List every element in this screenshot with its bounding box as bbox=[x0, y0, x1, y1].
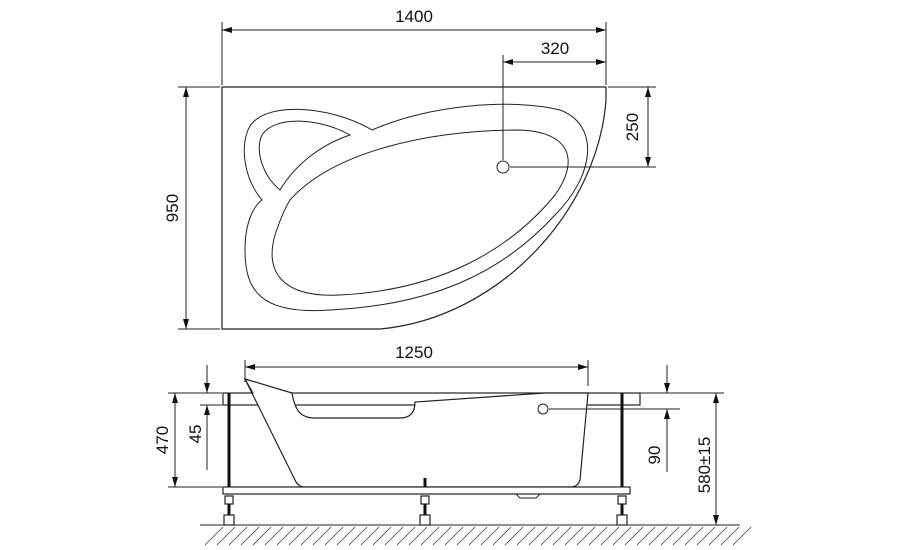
basin-outline bbox=[271, 129, 569, 296]
hatch-line bbox=[528, 526, 548, 546]
hatch-line bbox=[672, 526, 692, 546]
hatch-line bbox=[684, 526, 704, 546]
leg-foot bbox=[223, 495, 235, 526]
hatch-line bbox=[420, 526, 440, 546]
hatch-line bbox=[312, 526, 332, 546]
tub-outline-top bbox=[221, 86, 607, 330]
dim-label-320: 320 bbox=[541, 39, 569, 58]
hatch-line bbox=[540, 526, 560, 546]
leg-foot bbox=[616, 495, 628, 526]
hatch-line bbox=[240, 526, 260, 546]
hatch-line bbox=[204, 526, 224, 546]
dim-label-1250: 1250 bbox=[395, 343, 433, 362]
hatch-line bbox=[276, 526, 296, 546]
hatch-line bbox=[336, 526, 356, 546]
hatch-line bbox=[228, 526, 248, 546]
overflow-icon bbox=[537, 403, 549, 415]
hatch-line bbox=[468, 526, 488, 546]
dim-label-90: 90 bbox=[645, 446, 664, 465]
floor-hatching bbox=[204, 526, 752, 546]
leg-foot bbox=[419, 495, 431, 526]
inner-rim-inner bbox=[258, 120, 352, 191]
hatch-line bbox=[612, 526, 632, 546]
hatch-line bbox=[384, 526, 404, 546]
hatch-line bbox=[372, 526, 392, 546]
tub-headrest bbox=[223, 378, 254, 394]
drain-outlet bbox=[515, 493, 541, 499]
hatch-line bbox=[552, 526, 572, 546]
hatch-line bbox=[636, 526, 656, 546]
dim-label-45: 45 bbox=[186, 425, 205, 444]
hatch-line bbox=[624, 526, 644, 546]
hatch-line bbox=[576, 526, 596, 546]
dim-label-470: 470 bbox=[153, 426, 172, 454]
hatch-line bbox=[408, 526, 428, 546]
hatch-line bbox=[288, 526, 308, 546]
dim-label-1400: 1400 bbox=[395, 7, 433, 26]
hatch-line bbox=[720, 526, 740, 546]
hatch-line bbox=[504, 526, 524, 546]
hatch-line bbox=[252, 526, 272, 546]
hatch-line bbox=[732, 526, 752, 546]
hatch-line bbox=[480, 526, 500, 546]
hatch-line bbox=[264, 526, 284, 546]
hatch-line bbox=[600, 526, 620, 546]
hatch-line bbox=[348, 526, 368, 546]
side-view: 1250 470 45 90 bbox=[153, 343, 752, 546]
hatch-line bbox=[660, 526, 680, 546]
hatch-line bbox=[432, 526, 452, 546]
hatch-line bbox=[696, 526, 716, 546]
hatch-line bbox=[564, 526, 584, 546]
dim-label-250: 250 bbox=[623, 113, 642, 141]
dim-label-950: 950 bbox=[163, 194, 182, 222]
hatch-line bbox=[648, 526, 668, 546]
hatch-line bbox=[708, 526, 728, 546]
support-legs bbox=[223, 393, 628, 526]
top-view: 1400 320 250 950 bbox=[163, 7, 656, 330]
dim-label-580: 580±15 bbox=[695, 437, 714, 494]
inner-rim-outer bbox=[243, 103, 589, 312]
hatch-line bbox=[396, 526, 416, 546]
hatch-line bbox=[324, 526, 344, 546]
hatch-line bbox=[300, 526, 320, 546]
base-frame bbox=[222, 486, 631, 495]
drain-icon bbox=[496, 160, 510, 174]
hatch-line bbox=[588, 526, 608, 546]
hatch-line bbox=[516, 526, 536, 546]
hatch-line bbox=[216, 526, 236, 546]
hatch-line bbox=[360, 526, 380, 546]
hatch-line bbox=[456, 526, 476, 546]
hatch-line bbox=[444, 526, 464, 546]
hatch-line bbox=[492, 526, 512, 546]
